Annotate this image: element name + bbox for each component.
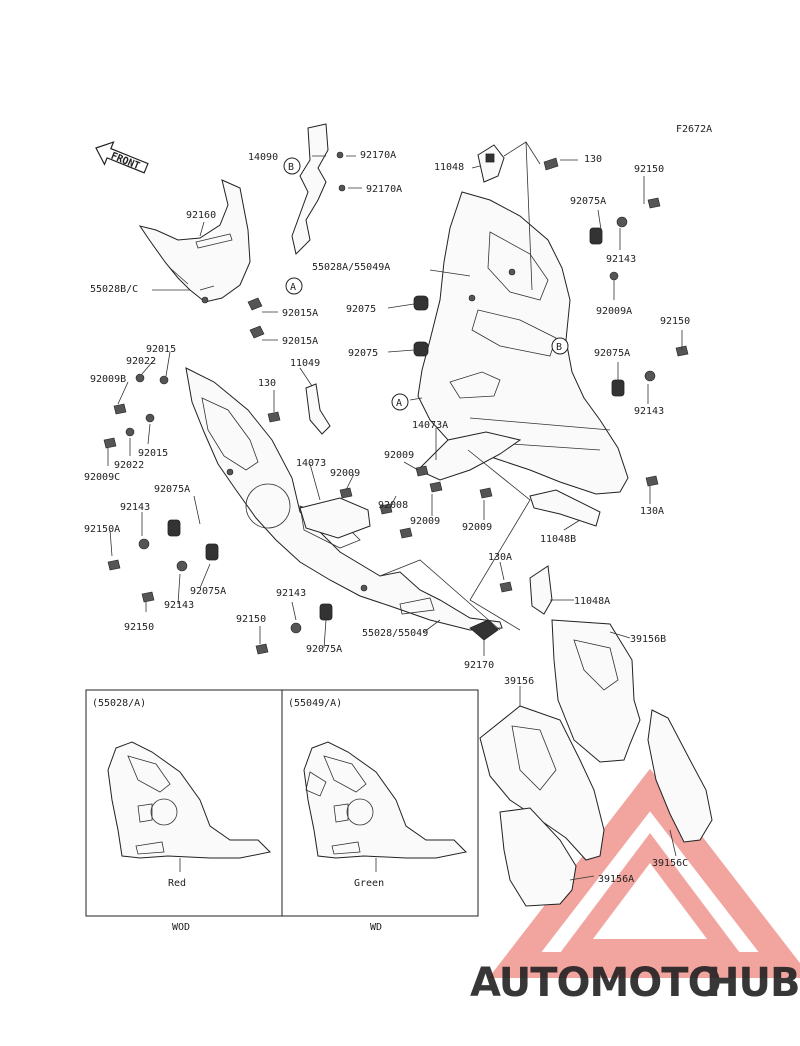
bracket-11048 xyxy=(477,144,505,183)
label-92150-top: 92150 xyxy=(634,164,664,175)
label-92170A-2: 92170A xyxy=(366,184,402,195)
variant-box-55049: (55049/A) Green WD xyxy=(281,689,479,933)
label-11048: 11048 xyxy=(434,162,464,173)
label-92015A-2: 92015A xyxy=(282,336,318,347)
label-92075A-5: 92075A xyxy=(306,644,342,655)
label-14073A: 14073A xyxy=(412,420,448,431)
callout-a-1: A xyxy=(290,282,296,293)
label-92009-1: 92009 xyxy=(330,468,360,479)
label-11048B: 11048B xyxy=(540,534,576,545)
label-55028-55049: 55028/55049 xyxy=(362,628,428,639)
diagram-code: F2672A xyxy=(676,124,712,135)
part-labels: 14090 92170A 92170A 11048 130 92150 9216… xyxy=(84,150,690,885)
label-92022-2: 92022 xyxy=(114,460,144,471)
hardware xyxy=(103,151,689,655)
label-92022-1: 92022 xyxy=(126,356,156,367)
label-92150-bm: 92150 xyxy=(236,614,266,625)
label-92160: 92160 xyxy=(186,210,216,221)
label-92009A: 92009A xyxy=(596,306,632,317)
label-39156: 39156 xyxy=(504,676,534,687)
callout-a-2: A xyxy=(396,398,402,409)
label-92143-3: 92143 xyxy=(120,502,150,513)
watermark-logo: AUTOMOTO HUB xyxy=(470,960,800,1006)
label-92075-2: 92075 xyxy=(348,348,378,359)
label-55028A: 55028A/55049A xyxy=(312,262,390,273)
label-92170: 92170 xyxy=(464,660,494,671)
bracket-14090 xyxy=(291,123,329,255)
bracket-11049 xyxy=(305,383,331,435)
label-92150A: 92150A xyxy=(84,524,120,535)
variant-market-wd: WD xyxy=(370,922,382,933)
clip-92170 xyxy=(469,619,499,641)
label-39156B: 39156B xyxy=(630,634,666,645)
watermark-text-1: AUTOMOTO xyxy=(470,960,721,1006)
insulator-39156C xyxy=(647,709,713,843)
label-14073: 14073 xyxy=(296,458,326,469)
front-arrow-icon: FRONT xyxy=(95,141,149,174)
variant-color-red: Red xyxy=(168,878,186,889)
label-92015A-1: 92015A xyxy=(282,308,318,319)
label-92015: 92015 xyxy=(146,344,176,355)
variant-code-55049: (55049/A) xyxy=(288,698,342,709)
watermark-text-2: HUB xyxy=(706,960,799,1006)
label-92143-1: 92143 xyxy=(606,254,636,265)
callout-b-2: B xyxy=(556,342,562,353)
insulator-39156 xyxy=(479,705,605,861)
leader-lines xyxy=(107,141,683,881)
label-92008: 92008 xyxy=(378,500,408,511)
label-92015-2: 92015 xyxy=(138,448,168,459)
bracket-14073 xyxy=(299,497,371,539)
label-92009-3: 92009 xyxy=(410,516,440,527)
label-55028BC: 55028B/C xyxy=(90,284,138,295)
variant-color-green: Green xyxy=(354,878,384,889)
label-39156C: 39156C xyxy=(652,858,688,869)
bracket-11048B xyxy=(529,489,601,527)
upper-left-cowl xyxy=(138,179,251,304)
bracket-11048A xyxy=(529,565,553,615)
label-92143-5: 92143 xyxy=(276,588,306,599)
label-92009C: 92009C xyxy=(84,472,120,483)
variant-box-55028: (55028/A) Red WOD xyxy=(85,689,283,933)
label-130-mid: 130 xyxy=(258,378,276,389)
label-92150-r: 92150 xyxy=(660,316,690,327)
watermark-triangle xyxy=(488,768,800,978)
label-92170A-1: 92170A xyxy=(360,150,396,161)
label-92075-1: 92075 xyxy=(346,304,376,315)
bracket-14073A xyxy=(417,431,522,481)
callout-b-1: B xyxy=(288,162,294,173)
label-92009-2: 92009 xyxy=(384,450,414,461)
label-92143-4: 92143 xyxy=(164,600,194,611)
label-92009B: 92009B xyxy=(90,374,126,385)
label-130A-r: 130A xyxy=(640,506,664,517)
label-130A-b: 130A xyxy=(488,552,512,563)
insulator-39156B xyxy=(551,619,641,763)
label-92075A-1: 92075A xyxy=(570,196,606,207)
label-92150-bl: 92150 xyxy=(124,622,154,633)
label-39156A: 39156A xyxy=(598,874,634,885)
variant-code-55028: (55028/A) xyxy=(92,698,146,709)
variant-market-wod: WOD xyxy=(172,922,190,933)
label-11049: 11049 xyxy=(290,358,320,369)
label-92009-4: 92009 xyxy=(462,522,492,533)
callouts: B A B A xyxy=(283,157,569,411)
label-11048A: 11048A xyxy=(574,596,610,607)
insulator-39156A xyxy=(499,807,577,907)
label-92075A-2: 92075A xyxy=(594,348,630,359)
label-92075A-4: 92075A xyxy=(190,586,226,597)
label-92075A-3: 92075A xyxy=(154,484,190,495)
label-92143-2: 92143 xyxy=(634,406,664,417)
label-14090: 14090 xyxy=(248,152,278,163)
label-130-top: 130 xyxy=(584,154,602,165)
